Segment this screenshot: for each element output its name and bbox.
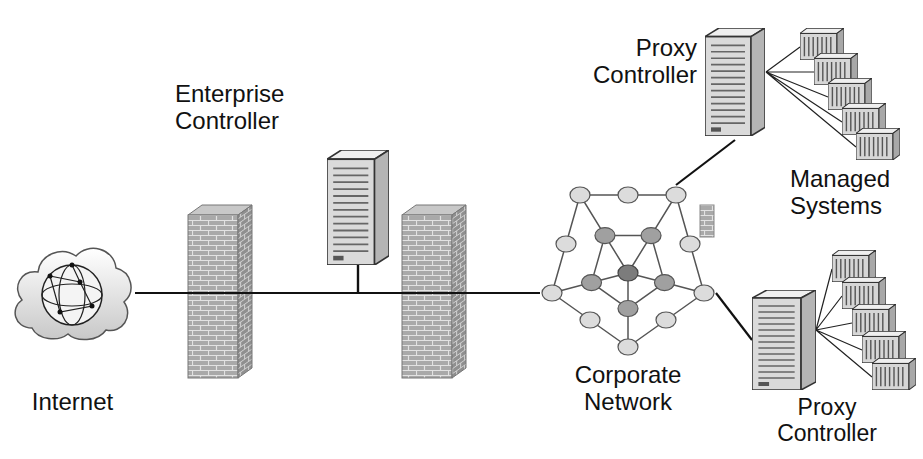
firewall (700, 205, 714, 237)
node-label: Enterprise Controller (175, 80, 325, 134)
controller-server: Proxy Controller (565, 28, 770, 140)
firewall (188, 205, 252, 378)
node-label: Proxy Controller (565, 34, 697, 88)
node-label: Corporate Network (540, 361, 716, 415)
node-label: Internet (10, 388, 135, 415)
internet-cloud: Internet (10, 240, 135, 415)
network-link (358, 265, 540, 293)
controller-server: Proxy Controller (752, 290, 902, 390)
server-icon (327, 150, 389, 265)
managed-servers (800, 28, 900, 160)
group-label: Managed Systems (790, 165, 918, 219)
managed-servers (832, 250, 916, 390)
network-mesh: Corporate Network (540, 185, 716, 357)
controller-server: Enterprise Controller (175, 80, 400, 265)
network-link (135, 265, 358, 293)
network-link (716, 293, 752, 340)
server-icon (752, 290, 816, 390)
network-link (676, 140, 735, 185)
cloud-icon (10, 240, 135, 345)
network-mesh-icon (540, 185, 716, 357)
node-label: Proxy Controller (752, 394, 902, 446)
server-icon (705, 28, 765, 136)
firewall (402, 205, 466, 378)
